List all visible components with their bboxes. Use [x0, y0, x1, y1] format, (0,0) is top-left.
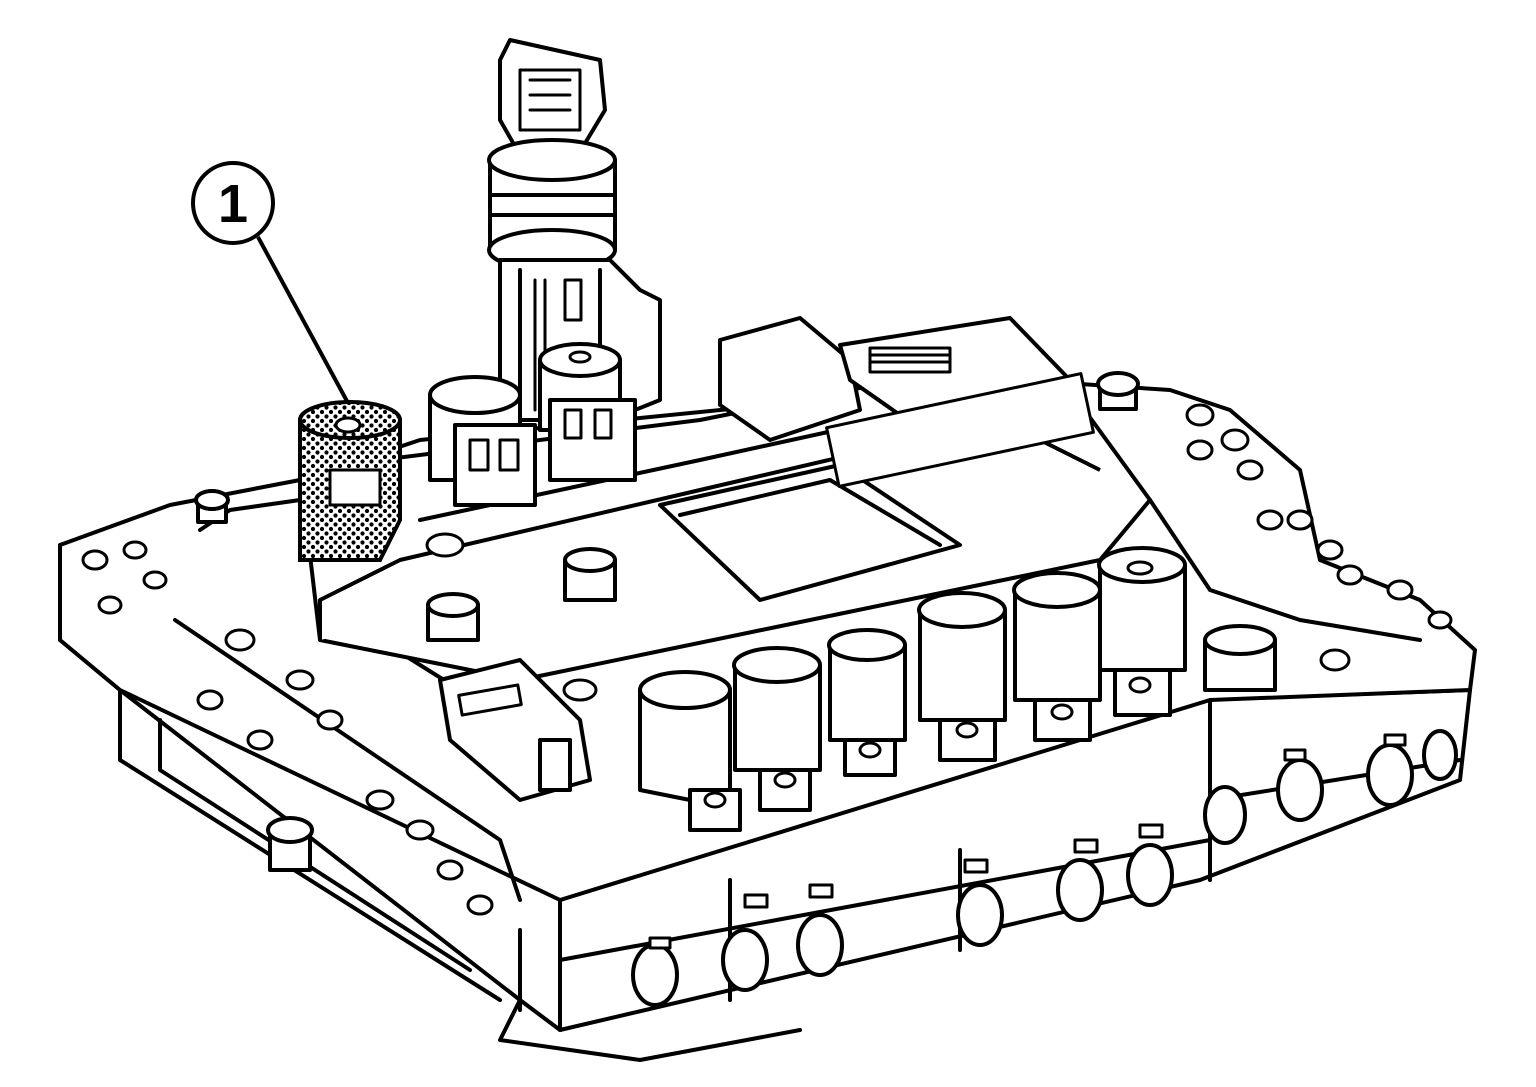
- front-harness-connector: [438, 658, 592, 802]
- highlighted-solenoid-icon: [298, 400, 402, 562]
- bolt-left-lower: [266, 816, 314, 872]
- side-port-holes: [631, 729, 1458, 1007]
- solenoid-3: [827, 628, 907, 777]
- solenoid-1: [638, 670, 742, 832]
- module-cap-a: [563, 547, 617, 602]
- plate-holes: [81, 403, 1453, 916]
- bolt-left-upper: [194, 489, 230, 524]
- rear-solenoids: [428, 342, 637, 507]
- callout-circle: [191, 161, 275, 245]
- callout-1: 1: [191, 161, 350, 404]
- callout-leader-line: [256, 236, 350, 404]
- callout-number: 1: [218, 174, 248, 234]
- module-caps: [425, 532, 617, 702]
- solenoid-row: [638, 546, 1277, 832]
- solenoid-4: [917, 591, 1007, 762]
- module-cap-b: [426, 592, 480, 642]
- solenoid-6: [1097, 546, 1187, 717]
- solenoid-2: [732, 646, 822, 812]
- solenoid-7: [1203, 624, 1277, 692]
- bolt-right-upper: [1096, 371, 1140, 411]
- solenoid-5: [1012, 571, 1102, 742]
- module-connector-block: [718, 316, 1095, 488]
